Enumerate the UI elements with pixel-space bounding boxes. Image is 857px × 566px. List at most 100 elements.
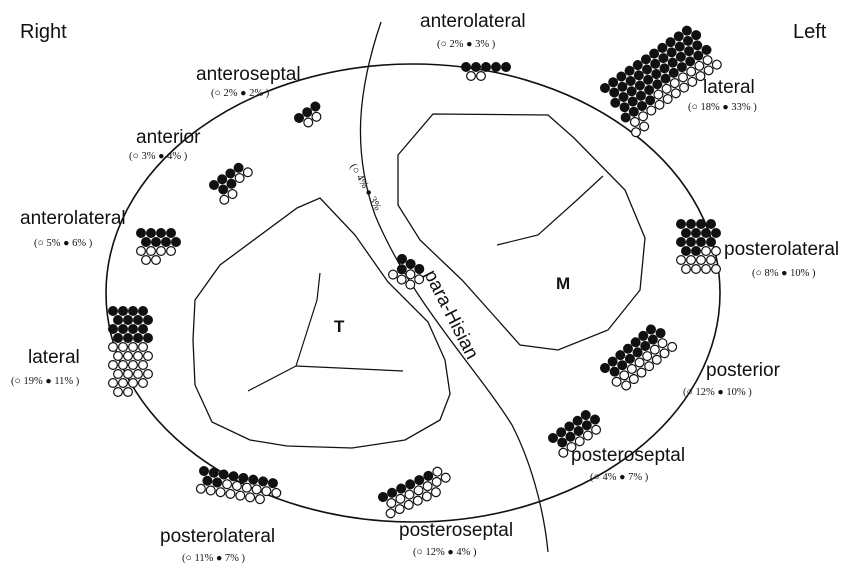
side-label-right: Right bbox=[20, 21, 67, 43]
site-percentages: (○ 3% ● 4% ) bbox=[129, 151, 188, 162]
open-pathway-dot bbox=[677, 256, 686, 265]
filled-pathway-dot bbox=[124, 334, 133, 343]
filled-pathway-dot bbox=[139, 325, 148, 334]
filled-pathway-dot bbox=[697, 238, 706, 247]
site-label: posterolateral bbox=[724, 239, 839, 260]
filled-pathway-dot bbox=[199, 466, 209, 476]
open-pathway-dot bbox=[129, 379, 138, 388]
open-pathway-dot bbox=[225, 489, 235, 499]
open-pathway-dot bbox=[109, 361, 118, 370]
site-percentages: (○ 19% ● 11% ) bbox=[11, 376, 80, 387]
open-pathway-dot bbox=[144, 370, 153, 379]
filled-pathway-dot bbox=[707, 238, 716, 247]
open-pathway-dot bbox=[712, 247, 721, 256]
site-label: posteroseptal bbox=[571, 445, 685, 466]
open-pathway-dot bbox=[134, 352, 143, 361]
site-percentages: (○ 12% ● 4% ) bbox=[413, 547, 477, 558]
open-pathway-dot bbox=[477, 72, 486, 81]
filled-pathway-dot bbox=[682, 247, 691, 256]
filled-pathway-dot bbox=[129, 325, 138, 334]
filled-pathway-dot bbox=[482, 63, 491, 72]
open-pathway-dot bbox=[682, 265, 691, 274]
site-label: lateral bbox=[28, 347, 80, 368]
cluster-posterolateral-left bbox=[677, 220, 721, 274]
open-pathway-dot bbox=[129, 361, 138, 370]
open-pathway-dot bbox=[255, 494, 265, 504]
filled-pathway-dot bbox=[119, 307, 128, 316]
filled-pathway-dot bbox=[492, 63, 501, 72]
filled-pathway-dot bbox=[147, 229, 156, 238]
filled-pathway-dot bbox=[268, 478, 278, 488]
site-label-group: anterolateral (○ 2% ● 3% ) lateral (○ 18… bbox=[11, 11, 839, 564]
open-pathway-dot bbox=[222, 479, 232, 489]
filled-pathway-dot bbox=[212, 477, 222, 487]
open-pathway-dot bbox=[157, 247, 166, 256]
cluster-anterolateral-right bbox=[137, 229, 181, 265]
open-pathway-dot bbox=[692, 265, 701, 274]
open-pathway-dot bbox=[109, 343, 118, 352]
site-label: posteroseptal bbox=[399, 520, 513, 541]
filled-pathway-dot bbox=[692, 247, 701, 256]
filled-pathway-dot bbox=[109, 307, 118, 316]
open-pathway-dot bbox=[139, 361, 148, 370]
filled-pathway-dot bbox=[114, 316, 123, 325]
filled-pathway-dot bbox=[687, 238, 696, 247]
site-label: anterolateral bbox=[20, 208, 126, 229]
mitral-valve-label: M bbox=[556, 274, 570, 293]
filled-pathway-dot bbox=[692, 229, 701, 238]
site-percentages-parahisian: (○ 4% ● 3% bbox=[347, 162, 383, 213]
site-percentages: (○ 18% ● 33% ) bbox=[688, 102, 757, 113]
open-pathway-dot bbox=[245, 492, 255, 502]
cluster-anterolateral-left bbox=[462, 63, 511, 81]
open-pathway-dot bbox=[119, 379, 128, 388]
open-pathway-dot bbox=[114, 388, 123, 397]
filled-pathway-dot bbox=[129, 307, 138, 316]
open-pathway-dot bbox=[707, 256, 716, 265]
filled-pathway-dot bbox=[134, 334, 143, 343]
site-percentages: (○ 5% ● 6% ) bbox=[34, 238, 93, 249]
filled-pathway-dot bbox=[702, 229, 711, 238]
open-pathway-dot bbox=[702, 247, 711, 256]
filled-pathway-dot bbox=[152, 238, 161, 247]
open-pathway-dot bbox=[235, 491, 245, 501]
open-pathway-dot bbox=[215, 487, 225, 497]
cluster-anterior-right bbox=[208, 159, 259, 206]
open-pathway-dot bbox=[152, 256, 161, 265]
open-pathway-dot bbox=[697, 256, 706, 265]
filled-pathway-dot bbox=[144, 316, 153, 325]
tricuspid-leaflet-lines bbox=[248, 273, 403, 391]
site-percentages: (○ 2% ● 2% ) bbox=[211, 88, 270, 99]
cluster-posteroseptal-right bbox=[377, 464, 455, 519]
filled-pathway-dot bbox=[157, 229, 166, 238]
tricuspid-valve-outline bbox=[193, 198, 450, 448]
open-pathway-dot bbox=[142, 256, 151, 265]
filled-pathway-dot bbox=[707, 220, 716, 229]
site-label: anteroseptal bbox=[196, 64, 301, 85]
filled-pathway-dot bbox=[119, 325, 128, 334]
open-pathway-dot bbox=[129, 343, 138, 352]
filled-pathway-dot bbox=[114, 334, 123, 343]
filled-pathway-dot bbox=[172, 238, 181, 247]
filled-pathway-dot bbox=[139, 307, 148, 316]
filled-pathway-dot bbox=[687, 220, 696, 229]
filled-pathway-dot bbox=[502, 63, 511, 72]
filled-pathway-dot bbox=[462, 63, 471, 72]
filled-pathway-dot bbox=[142, 238, 151, 247]
filled-pathway-dot bbox=[248, 475, 258, 485]
open-pathway-dot bbox=[702, 265, 711, 274]
tricuspid-valve-label: T bbox=[334, 317, 345, 336]
open-pathway-dot bbox=[139, 343, 148, 352]
open-pathway-dot bbox=[124, 352, 133, 361]
site-percentages: (○ 4% ● 7% ) bbox=[590, 472, 649, 483]
open-pathway-dot bbox=[114, 352, 123, 361]
open-pathway-dot bbox=[261, 486, 271, 496]
filled-pathway-dot bbox=[228, 471, 238, 481]
filled-pathway-dot bbox=[134, 316, 143, 325]
open-pathway-dot bbox=[119, 361, 128, 370]
open-pathway-dot bbox=[119, 343, 128, 352]
open-pathway-dot bbox=[144, 352, 153, 361]
open-pathway-dot bbox=[467, 72, 476, 81]
filled-pathway-dot bbox=[677, 238, 686, 247]
filled-pathway-dot bbox=[162, 238, 171, 247]
